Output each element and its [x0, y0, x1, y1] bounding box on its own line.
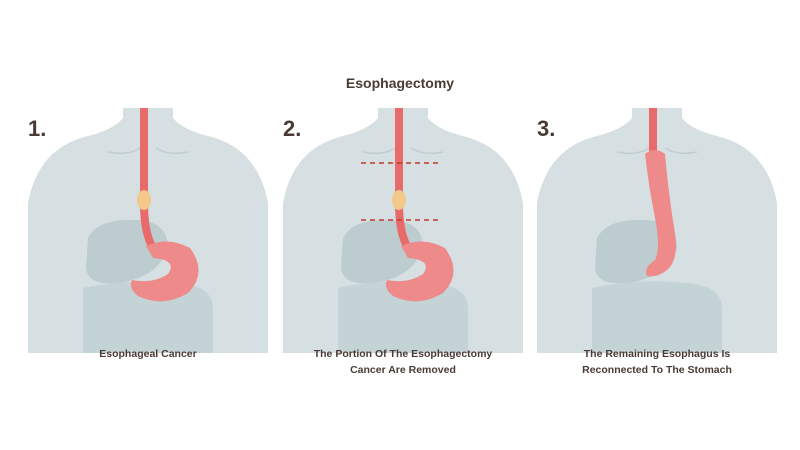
caption-line: Reconnected To The Stomach: [582, 364, 732, 376]
intestine-shape: [83, 281, 213, 353]
step-3-number: 3.: [537, 116, 556, 141]
step-1-number: 1.: [28, 116, 47, 141]
step-2-number: 2.: [283, 116, 302, 141]
clavicle-line: [362, 147, 444, 155]
caption-line: The Portion Of The Esophagectomy: [313, 348, 493, 360]
step-3-panel: 3.: [537, 108, 777, 353]
stomach-shape: [130, 241, 199, 302]
caption-line: Cancer Are Removed: [350, 364, 456, 376]
tumor-mark: [392, 190, 406, 210]
step-3-caption: The Remaining Esophagus Is Reconnected T…: [537, 346, 777, 378]
caption-line: Esophageal Cancer: [99, 348, 197, 360]
diagram-title: Esophagectomy: [345, 75, 455, 91]
clavicle-line: [616, 147, 698, 155]
torso-illustration-1: [28, 108, 268, 353]
step-1-panel: 1.: [28, 108, 268, 353]
intestine-shape: [338, 281, 468, 353]
step-2-caption: The Portion Of The Esophagectomy Cancer …: [283, 346, 523, 378]
step-2-panel: 2.: [283, 108, 523, 353]
caption-line: The Remaining Esophagus Is: [583, 348, 731, 360]
torso-illustration-3: [537, 108, 777, 353]
tumor-mark: [137, 190, 151, 210]
clavicle-line: [107, 147, 189, 155]
intestine-shape: [592, 281, 722, 353]
stomach-shape: [385, 241, 454, 302]
step-1-caption: Esophageal Cancer: [28, 346, 268, 362]
torso-illustration-2: [283, 108, 523, 353]
stomach-tube: [645, 150, 676, 277]
